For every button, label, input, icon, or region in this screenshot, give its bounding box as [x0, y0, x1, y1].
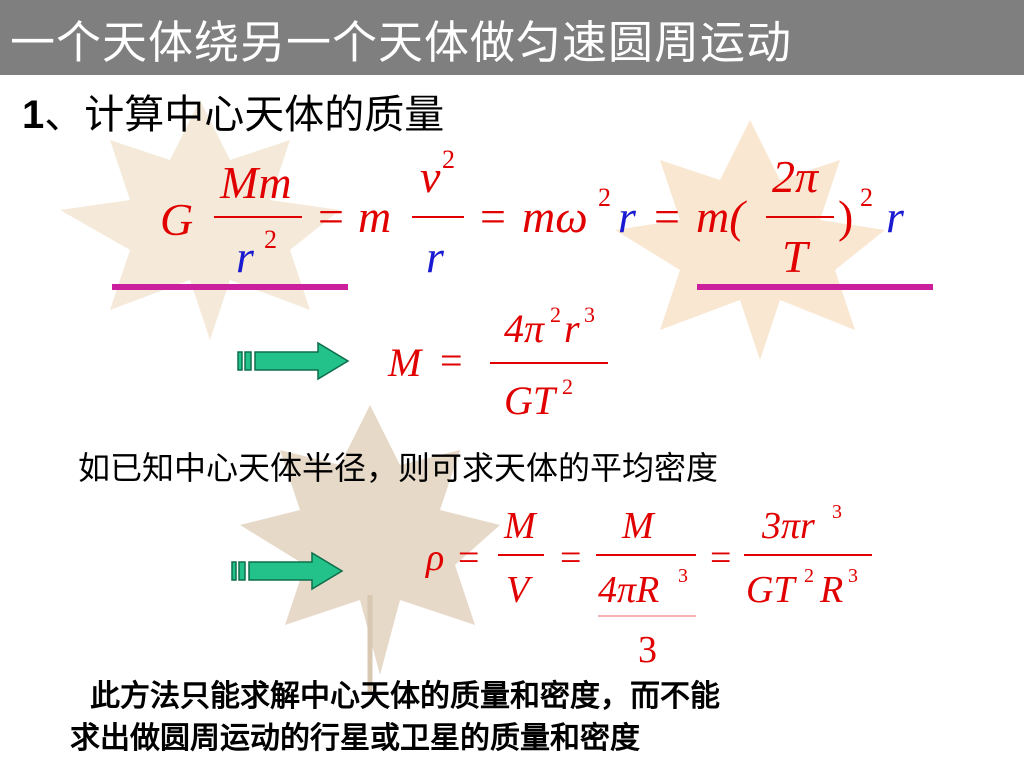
- formula-term-m-paren: m(: [696, 191, 747, 242]
- central-mass-formula: M = 4π 2 r 3 GT 2: [387, 302, 608, 423]
- mass-denominator-GT: GT: [504, 378, 558, 423]
- mass-term-M: M: [387, 340, 424, 385]
- formula-term-2pi: 2π: [772, 151, 820, 202]
- density-exp-3: 3: [678, 565, 688, 587]
- formula-close-paren: ): [838, 191, 853, 242]
- density-term-3: 3: [638, 629, 657, 671]
- gravitational-force-formula: G Mm r 2 = m v 2 r = mω 2 r = m( 2π T ) …: [160, 145, 905, 282]
- highlight-underline-right: [697, 284, 933, 290]
- section-heading: 1、计算中心天体的质量: [22, 82, 444, 140]
- formula-term-r: r: [236, 231, 255, 282]
- average-density-formula: ρ = M V = M 4πR 3 3 = 3πr 3 GT 2 R 3: [425, 501, 872, 671]
- slide-title: 一个天体绕另一个天体做匀速圆周运动: [10, 16, 793, 69]
- formula-exp-2: 2: [442, 145, 455, 174]
- formula-equals: =: [654, 191, 680, 242]
- formula-term-m-omega: mω: [522, 191, 588, 242]
- arrow-right-icon: [237, 341, 350, 381]
- formula-exp-2: 2: [860, 183, 873, 212]
- density-exp-3: 3: [832, 501, 842, 523]
- formula-term-T: T: [782, 231, 811, 282]
- density-term-V: V: [506, 569, 533, 611]
- conclusion-note: 此方法只能求解中心天体的质量和密度，而不能 求出做圆周运动的行星或卫星的质量和密…: [70, 676, 720, 760]
- formula-term-v: v: [420, 151, 441, 202]
- highlight-underline-left: [112, 284, 348, 290]
- density-term-rho: ρ: [425, 537, 444, 579]
- section-number: 1: [22, 93, 45, 137]
- mass-term-r: r: [564, 306, 580, 351]
- formula-term-m: m: [358, 191, 391, 242]
- density-equals: =: [710, 537, 731, 579]
- mass-numerator: 4π: [504, 306, 545, 351]
- density-equals: =: [560, 537, 581, 579]
- mass-exp-2: 2: [550, 302, 561, 327]
- formula-exp-2: 2: [264, 225, 277, 254]
- formula-exp-2: 2: [598, 183, 611, 212]
- formula-term-r: r: [426, 231, 445, 282]
- maple-leaf-background-icon: [615, 120, 885, 360]
- maple-leaf-background-icon: [60, 100, 340, 340]
- formula-term-r: r: [618, 191, 637, 242]
- section-title: 、计算中心天体的质量: [44, 92, 445, 138]
- density-exp-3: 3: [848, 565, 858, 587]
- title-bar: 一个天体绕另一个天体做匀速圆周运动: [0, 0, 1024, 75]
- conclusion-line-2: 求出做圆周运动的行星或卫星的质量和密度: [70, 721, 640, 756]
- mass-exp-3: 3: [584, 302, 595, 327]
- density-term-GT: GT: [746, 569, 797, 611]
- density-term-3pir: 3πr: [761, 505, 815, 547]
- density-equals: =: [458, 537, 479, 579]
- density-term-4piR: 4πR: [598, 569, 659, 611]
- arrow-right-icon: [231, 551, 344, 591]
- formula-equals: =: [318, 191, 344, 242]
- density-note: 如已知中心天体半径，则可求天体的平均密度: [78, 449, 719, 487]
- mass-equals: =: [440, 338, 463, 383]
- formula-equals: =: [480, 191, 506, 242]
- conclusion-line-1: 此方法只能求解中心天体的质量和密度，而不能: [90, 679, 720, 714]
- density-term-M: M: [503, 505, 538, 547]
- formula-term-r: r: [886, 191, 905, 242]
- formula-term-Mm: Mm: [219, 157, 292, 208]
- mass-exp-2: 2: [562, 374, 573, 399]
- density-term-M: M: [621, 505, 656, 547]
- formula-term-G: G: [160, 194, 193, 245]
- maple-leaf-background-icon: [240, 405, 500, 695]
- density-exp-2: 2: [804, 565, 814, 587]
- density-term-R: R: [819, 569, 843, 611]
